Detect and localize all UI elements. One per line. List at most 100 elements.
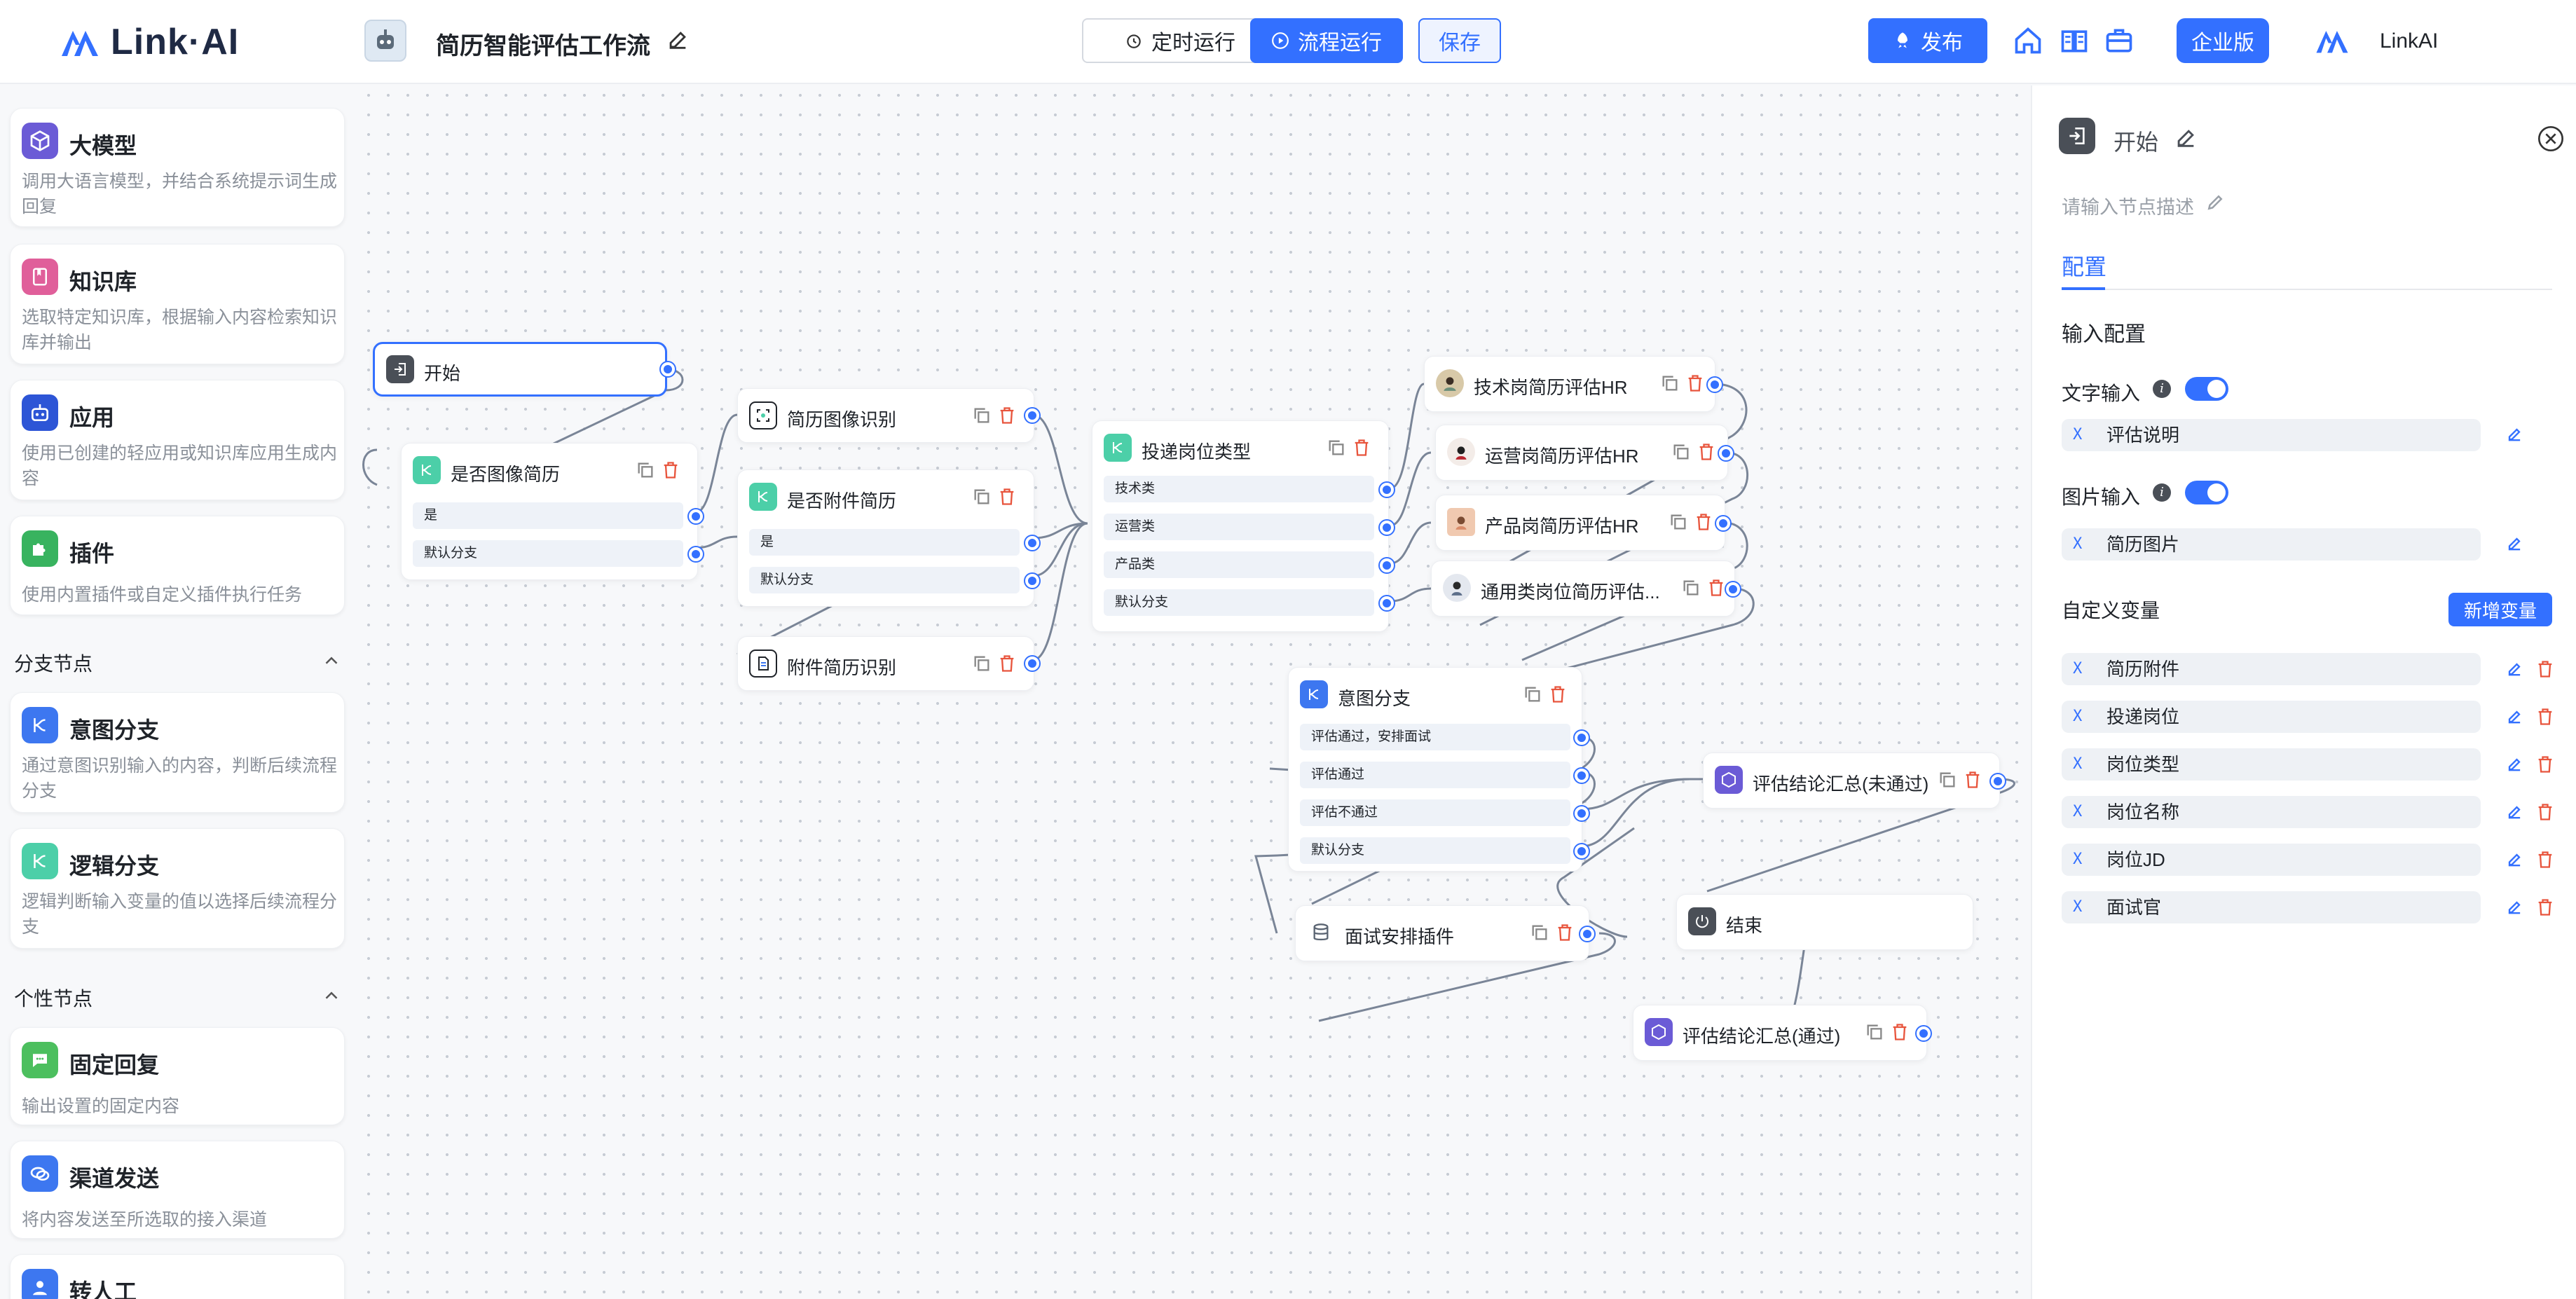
output-port[interactable] [1575,769,1589,783]
delete-icon[interactable] [997,654,1017,673]
copy-icon[interactable] [1523,685,1542,704]
node-card-human-handoff[interactable]: 转人工 [10,1254,345,1299]
edit-icon[interactable] [2505,534,2524,554]
node-card-fixed-reply[interactable]: 固定回复 输出设置的固定内容 [10,1027,345,1125]
book-icon[interactable] [2059,25,2090,56]
run-flow-button[interactable]: 流程运行 [1250,18,1403,63]
node-card-intent-branch[interactable]: 意图分支 通过意图识别输入的内容，判断后续流程分支 [10,692,345,813]
node-hr-general[interactable]: 通用类岗位简历评估... [1431,561,1740,617]
node-card-channel-send[interactable]: 渠道发送 将内容发送至所选取的接入渠道 [10,1141,345,1239]
output-port[interactable] [1025,408,1039,422]
info-icon[interactable]: i [2153,380,2171,398]
edit-icon[interactable] [2505,802,2524,822]
home-icon[interactable] [2013,25,2043,56]
edit-icon[interactable] [2174,126,2198,150]
chevron-up-icon[interactable] [321,650,342,671]
delete-icon[interactable] [2535,802,2555,822]
edit-icon[interactable] [2505,707,2524,727]
node-card-llm[interactable]: 大模型 调用大语言模型，并结合系统提示词生成回复 [10,108,345,227]
copy-icon[interactable] [972,406,992,425]
node-hr-ops[interactable]: 运营岗简历评估HR [1435,425,1733,481]
delete-icon[interactable] [997,487,1017,507]
node-image-ocr[interactable]: 简历图像识别 [737,388,1039,443]
node-is-image-resume[interactable]: 是否图像简历 是 默认分支 [401,443,703,580]
output-port[interactable] [1708,378,1722,392]
output-port[interactable] [1025,536,1039,550]
section-custom-nodes[interactable]: 个性节点 [14,988,93,1010]
output-port[interactable] [1991,774,2005,788]
node-end[interactable]: 结束 [1676,894,1973,950]
node-card-logic-branch[interactable]: 逻辑分支 逻辑判断输入变量的值以选择后续流程分支 [10,828,345,949]
edit-icon[interactable] [2505,659,2524,679]
node-card-knowledge[interactable]: 知识库 选取特定知识库，根据输入内容检索知识库并输出 [10,244,345,364]
section-branch-nodes[interactable]: 分支节点 [14,653,93,675]
delete-icon[interactable] [1694,512,1713,532]
node-hr-tech[interactable]: 技术岗简历评估HR [1424,356,1722,412]
delete-icon[interactable] [2535,850,2555,870]
node-start[interactable]: 开始 [373,342,675,397]
briefcase-icon[interactable] [2104,25,2135,56]
copy-icon[interactable] [972,654,992,673]
user-name[interactable]: LinkAI [2380,29,2439,53]
node-intent-branch[interactable]: 意图分支 评估通过，安排面试 评估通过 评估不通过 默认分支 [1288,667,1589,872]
copy-icon[interactable] [972,487,992,507]
node-attachment-ocr[interactable]: 附件简历识别 [737,636,1039,691]
output-port[interactable] [1580,927,1594,941]
pencil-icon[interactable] [2205,192,2226,213]
workflow-canvas[interactable]: 开始 是否图像简历 是 默认分支 简历图像识别 是否附件简历 是 默认分支 附件… [359,85,2029,1299]
output-port[interactable] [689,509,703,523]
edit-title-icon[interactable] [666,28,690,52]
copy-icon[interactable] [1865,1022,1884,1042]
image-input-toggle[interactable] [2185,481,2228,504]
output-port[interactable] [1380,483,1394,497]
workflow-avatar[interactable] [364,20,406,62]
output-port[interactable] [1025,657,1039,671]
close-icon[interactable] [2537,125,2565,153]
output-port[interactable] [689,547,703,561]
node-description-input[interactable]: 请输入节点描述 [2062,197,2194,218]
edit-icon[interactable] [2505,850,2524,870]
add-variable-button[interactable]: 新增变量 [2448,593,2552,626]
output-port[interactable] [1917,1026,1931,1040]
node-hr-product[interactable]: 产品岗简历评估HR [1435,495,1730,551]
node-job-type[interactable]: 投递岗位类型 技术类 运营类 产品类 默认分支 [1092,420,1394,632]
schedule-run-button[interactable]: 定时运行 [1082,18,1278,63]
delete-icon[interactable] [2535,898,2555,917]
output-port[interactable] [1575,844,1589,858]
publish-button[interactable]: 发布 [1868,18,1987,63]
delete-icon[interactable] [1352,438,1371,458]
node-interview-plugin[interactable]: 面试安排插件 [1295,905,1594,961]
delete-icon[interactable] [1548,685,1568,704]
output-port[interactable] [1726,582,1740,596]
copy-icon[interactable] [1327,438,1346,458]
delete-icon[interactable] [1890,1022,1910,1042]
copy-icon[interactable] [636,460,655,480]
copy-icon[interactable] [1938,770,1957,790]
node-card-app[interactable]: 应用 使用已创建的轻应用或知识库应用生成内容 [10,380,345,500]
delete-icon[interactable] [1706,578,1726,598]
chevron-up-icon[interactable] [321,985,342,1006]
brand-logo[interactable]: Link·AI [59,21,239,63]
delete-icon[interactable] [1555,923,1575,942]
delete-icon[interactable] [1963,770,1982,790]
copy-icon[interactable] [1669,512,1688,532]
save-button[interactable]: 保存 [1418,18,1501,63]
user-avatar-icon[interactable] [2314,25,2350,56]
node-summary-pass[interactable]: 评估结论汇总(通过) [1633,1005,1931,1061]
delete-icon[interactable] [1697,442,1716,462]
delete-icon[interactable] [1685,373,1705,393]
copy-icon[interactable] [1530,923,1549,942]
copy-icon[interactable] [1660,373,1680,393]
output-port[interactable] [1380,521,1394,535]
node-card-plugin[interactable]: 插件 使用内置插件或自定义插件执行任务 [10,516,345,615]
text-input-toggle[interactable] [2185,377,2228,401]
delete-icon[interactable] [2535,659,2555,679]
output-port[interactable] [1575,731,1589,745]
delete-icon[interactable] [997,406,1017,425]
delete-icon[interactable] [2535,755,2555,774]
delete-icon[interactable] [661,460,680,480]
delete-icon[interactable] [2535,707,2555,727]
enterprise-button[interactable]: 企业版 [2177,18,2269,63]
edit-icon[interactable] [2505,425,2524,444]
edit-icon[interactable] [2505,755,2524,774]
